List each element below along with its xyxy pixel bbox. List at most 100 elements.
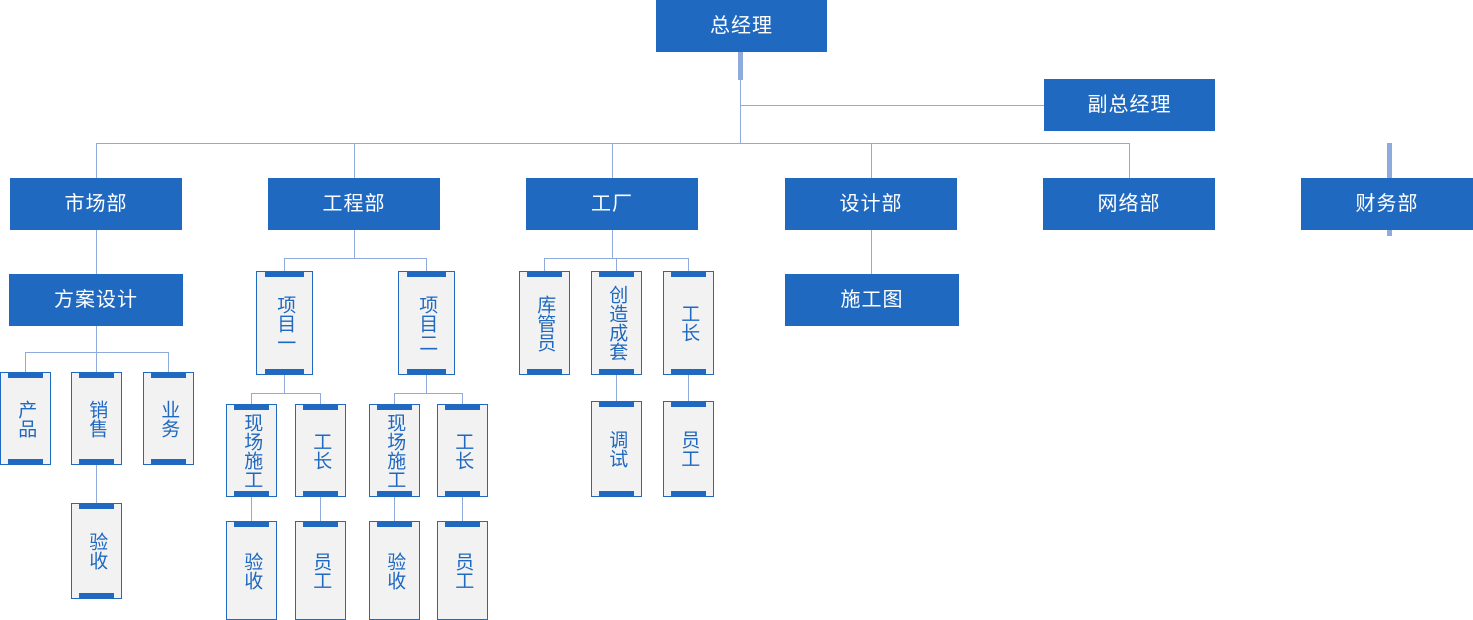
node-label: 销售 bbox=[86, 399, 108, 438]
node-construction-drawing[interactable]: 施工图 bbox=[785, 274, 959, 326]
node-product[interactable]: 产品 bbox=[0, 372, 51, 465]
connector-design-child-2 bbox=[168, 352, 169, 372]
node-label: 工程部 bbox=[322, 193, 386, 215]
connector-project-0-child-0 bbox=[251, 393, 252, 404]
node-foreman-1[interactable]: 工长 bbox=[295, 404, 346, 497]
node-label: 库管员 bbox=[534, 294, 556, 352]
node-department-marketing[interactable]: 市场部 bbox=[10, 178, 182, 230]
connector-project-1-down bbox=[426, 375, 427, 393]
connector-gm-stem bbox=[738, 52, 743, 80]
node-department-factory[interactable]: 工厂 bbox=[526, 178, 698, 230]
connector-leaf-3 bbox=[462, 497, 463, 521]
node-warehouse-keeper[interactable]: 库管员 bbox=[519, 271, 570, 375]
node-department-network[interactable]: 网络部 bbox=[1043, 178, 1215, 230]
node-acceptance-1[interactable]: 验收 bbox=[226, 521, 277, 620]
cap-bottom bbox=[150, 459, 187, 464]
node-scheme-design[interactable]: 方案设计 bbox=[9, 274, 183, 326]
cap-top bbox=[233, 522, 270, 527]
cap-top bbox=[233, 405, 270, 410]
node-label: 创造成套 bbox=[606, 285, 628, 361]
cap-top bbox=[7, 373, 44, 378]
node-label: 副总经理 bbox=[1087, 94, 1172, 116]
cap-bottom bbox=[302, 491, 339, 496]
connector-factory-gc-0 bbox=[616, 375, 617, 401]
node-debugging[interactable]: 调试 bbox=[591, 401, 642, 497]
cap-bottom bbox=[598, 491, 635, 496]
connector-factory-child-2 bbox=[688, 258, 689, 271]
node-label: 施工图 bbox=[840, 289, 904, 311]
node-label: 员工 bbox=[678, 430, 700, 468]
cap-bottom bbox=[376, 491, 413, 496]
connector-leaf-2 bbox=[394, 497, 395, 521]
cap-top bbox=[526, 272, 563, 277]
node-sales-acceptance[interactable]: 验收 bbox=[71, 503, 122, 599]
cap-top bbox=[444, 405, 481, 410]
connector-dept-5-stub-bottom bbox=[1387, 230, 1392, 236]
node-project-two[interactable]: 项目二 bbox=[398, 271, 455, 375]
node-label: 项目一 bbox=[274, 294, 296, 352]
cap-top bbox=[670, 272, 707, 277]
connector-project-1-child-1 bbox=[462, 393, 463, 404]
cap-bottom bbox=[78, 459, 115, 464]
connector-sales-acceptance bbox=[96, 465, 97, 503]
cap-bottom bbox=[444, 491, 481, 496]
node-site-construction-1[interactable]: 现场施工 bbox=[226, 404, 277, 497]
cap-bottom bbox=[233, 491, 270, 496]
connector-engineering-bar bbox=[284, 258, 426, 259]
connector-project-0-bar bbox=[251, 393, 320, 394]
cap-bottom bbox=[78, 593, 115, 598]
node-acceptance-2[interactable]: 验收 bbox=[369, 521, 420, 620]
connector-project-1-bar bbox=[394, 393, 463, 394]
connector-dept-0-stem bbox=[96, 143, 97, 178]
cap-top bbox=[150, 373, 187, 378]
node-manufacturing-assembly[interactable]: 创造成套 bbox=[591, 271, 642, 375]
connector-project-1-child-0 bbox=[394, 393, 395, 404]
node-label: 财务部 bbox=[1355, 193, 1419, 215]
node-label: 网络部 bbox=[1097, 193, 1161, 215]
node-label: 业务 bbox=[158, 399, 180, 438]
cap-top bbox=[444, 522, 481, 527]
node-label: 工长 bbox=[452, 431, 474, 470]
connector-project-0-down bbox=[284, 375, 285, 393]
node-department-engineering[interactable]: 工程部 bbox=[268, 178, 440, 230]
node-label: 方案设计 bbox=[54, 289, 138, 311]
node-sales[interactable]: 销售 bbox=[71, 372, 122, 465]
connector-design-child-1 bbox=[96, 352, 97, 372]
node-general-manager[interactable]: 总经理 bbox=[656, 0, 827, 52]
node-staff-1[interactable]: 员工 bbox=[295, 521, 346, 620]
node-deputy-general-manager[interactable]: 副总经理 bbox=[1044, 79, 1215, 131]
connector-leaf-1 bbox=[320, 497, 321, 521]
cap-bottom bbox=[670, 369, 707, 374]
cap-bottom bbox=[7, 459, 44, 464]
cap-top bbox=[670, 402, 707, 407]
node-staff-2[interactable]: 员工 bbox=[437, 521, 488, 620]
node-label: 调试 bbox=[606, 430, 628, 468]
connector-departments-bar bbox=[96, 143, 1130, 144]
connector-project-0-stem bbox=[284, 258, 285, 271]
node-label: 验收 bbox=[241, 551, 263, 590]
connector-factory-child-0 bbox=[544, 258, 545, 271]
node-factory-staff[interactable]: 员工 bbox=[663, 401, 714, 497]
node-factory-foreman[interactable]: 工长 bbox=[663, 271, 714, 375]
node-site-construction-2[interactable]: 现场施工 bbox=[369, 404, 420, 497]
node-project-one[interactable]: 项目一 bbox=[256, 271, 313, 375]
node-label: 产品 bbox=[15, 399, 37, 438]
cap-bottom bbox=[264, 369, 305, 374]
connector-factory-gc-1 bbox=[688, 375, 689, 401]
cap-top bbox=[598, 402, 635, 407]
connector-project-0-child-1 bbox=[320, 393, 321, 404]
node-label: 总经理 bbox=[710, 15, 773, 37]
node-business[interactable]: 业务 bbox=[143, 372, 194, 465]
node-label: 员工 bbox=[310, 551, 332, 590]
node-foreman-2[interactable]: 工长 bbox=[437, 404, 488, 497]
connector-dept-2-stem bbox=[612, 143, 613, 178]
node-department-design[interactable]: 设计部 bbox=[785, 178, 957, 230]
node-label: 工长 bbox=[310, 431, 332, 470]
node-label: 验收 bbox=[384, 551, 406, 590]
connector-marketing-design bbox=[96, 230, 97, 274]
connector-dept-1-stem bbox=[354, 143, 355, 178]
node-department-finance[interactable]: 财务部 bbox=[1301, 178, 1473, 230]
cap-bottom bbox=[670, 491, 707, 496]
connector-deputy bbox=[740, 105, 1045, 106]
